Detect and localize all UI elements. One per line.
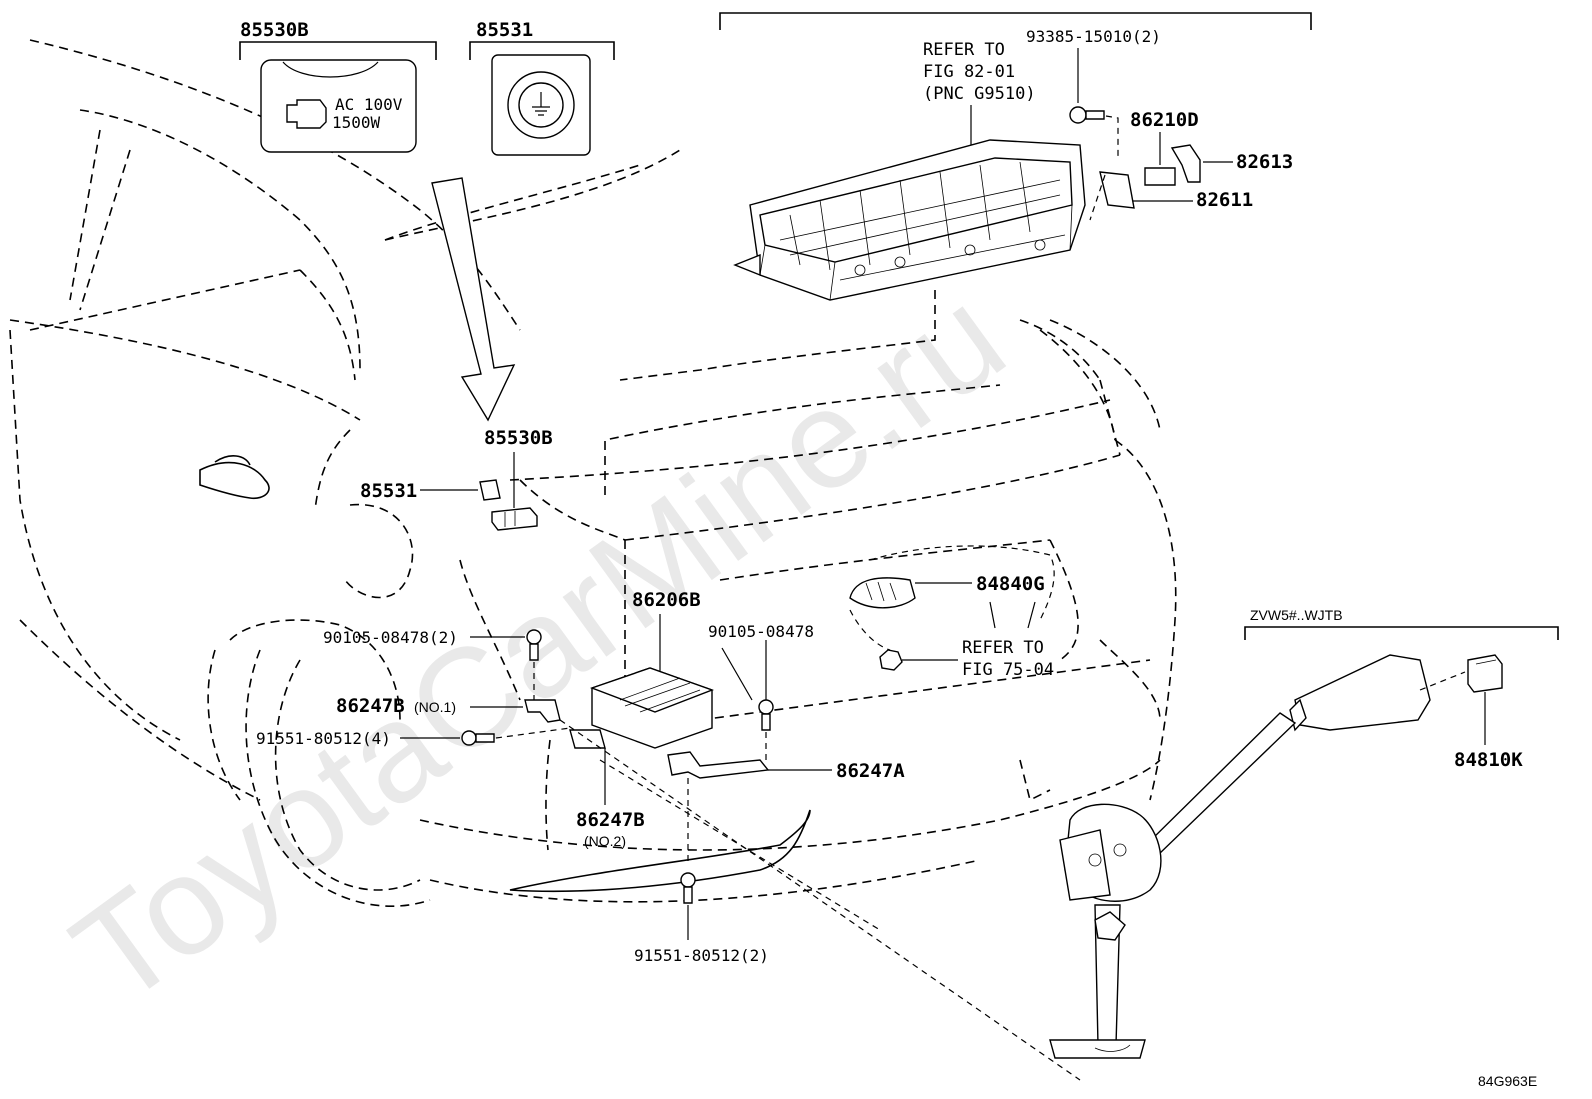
variant-switch-icon	[1467, 654, 1503, 693]
variant-switch-label: 84810K	[1454, 749, 1523, 771]
switch-group: 84840G REFER TO FIG 75-04	[849, 545, 1055, 680]
inset-outlet-rating-line1: AC 100V	[335, 95, 403, 114]
battery-bracket-a-label: 86210D	[1130, 109, 1199, 131]
unit-part-label: 86206B	[632, 589, 701, 611]
bolt-icon	[1069, 106, 1105, 124]
plug-icon	[286, 99, 327, 129]
bracket-a-icon	[667, 751, 770, 779]
bracket-no1-note: (NO.1)	[414, 699, 456, 715]
inset-ground-cap-part-number: 85531	[476, 19, 533, 41]
bolt-left-label: 90105-08478(2)	[323, 628, 458, 647]
battery-refer-line3: (PNC G9510)	[923, 84, 1036, 104]
bolt-right-icon	[758, 699, 774, 731]
bracket-no1-label: 86247B	[336, 695, 405, 717]
bracket-icon	[1144, 167, 1176, 186]
bracket-no1-icon	[524, 699, 561, 723]
switch-part-label: 84840G	[976, 573, 1045, 595]
inset-ground-cap: 85531	[469, 19, 615, 156]
figure-code: 84G963E	[1478, 1073, 1537, 1089]
direction-arrow	[431, 177, 516, 422]
variant-code: ZVW5#..WJTB	[1250, 607, 1343, 623]
outlet-part-label: 85530B	[484, 427, 553, 449]
cap-icon	[479, 479, 501, 501]
vehicle-body-outline	[9, 39, 1177, 907]
outlet-icon	[491, 507, 538, 531]
bracket-a-label: 86247A	[836, 760, 905, 782]
battery-refer-line2: FIG 82-01	[923, 62, 1015, 82]
screw-bottom-icon	[680, 872, 696, 904]
battery-section: REFER TO FIG 82-01 (PNC G9510) 93385-150…	[719, 12, 1312, 301]
cap-part-label: 85531	[360, 480, 417, 502]
battery-bracket-c-label: 82611	[1196, 189, 1253, 211]
inverter-unit-icon	[589, 667, 715, 749]
bracket-no2-note: (NO.2)	[584, 833, 626, 849]
bolt-right-label: 90105-08478	[708, 622, 814, 641]
holder-icon	[1099, 171, 1135, 209]
switch-refer-line2: FIG 75-04	[962, 660, 1054, 680]
jack-icon	[1049, 803, 1162, 1059]
bolt-left-icon	[526, 629, 542, 661]
bracket-no2-label: 86247B	[576, 809, 645, 831]
hv-battery-pack	[733, 139, 1086, 301]
grommet-icon	[879, 649, 903, 671]
battery-bracket-b-label: 82613	[1236, 151, 1293, 173]
battery-refer-line1: REFER TO	[923, 40, 1005, 60]
inset-outlet: 85530B AC 100V 1500W	[239, 19, 437, 153]
switch-refer-line1: REFER TO	[962, 638, 1044, 658]
jack-handle-icon	[1147, 654, 1431, 857]
battery-bolt-label: 93385-15010(2)	[1026, 27, 1161, 46]
screw-bottom-label: 91551-80512(2)	[634, 946, 769, 965]
ground-icon	[532, 92, 550, 116]
screw-left-icon	[461, 730, 495, 746]
switch-icon	[849, 577, 916, 609]
clip-icon	[1170, 144, 1201, 183]
inset-outlet-rating-line2: 1500W	[332, 113, 381, 132]
inset-outlet-part-number: 85530B	[240, 19, 309, 41]
screw-left-label: 91551-80512(4)	[256, 729, 391, 748]
variant-section: ZVW5#..WJTB 84810K	[1049, 607, 1559, 1059]
